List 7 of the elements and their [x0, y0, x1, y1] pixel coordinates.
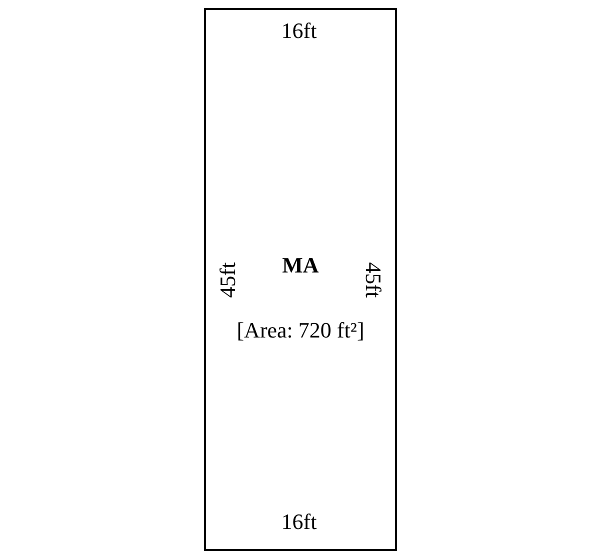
area-text: [Area: 720 ft²]	[236, 316, 364, 344]
room-outline	[204, 8, 397, 551]
dimension-label: 16ft	[281, 20, 317, 42]
dimension-label: 45ft	[217, 262, 239, 298]
dimension-label: 16ft	[281, 511, 317, 533]
room-name: MA	[282, 252, 319, 280]
dimension-label: 45ft	[362, 262, 384, 298]
